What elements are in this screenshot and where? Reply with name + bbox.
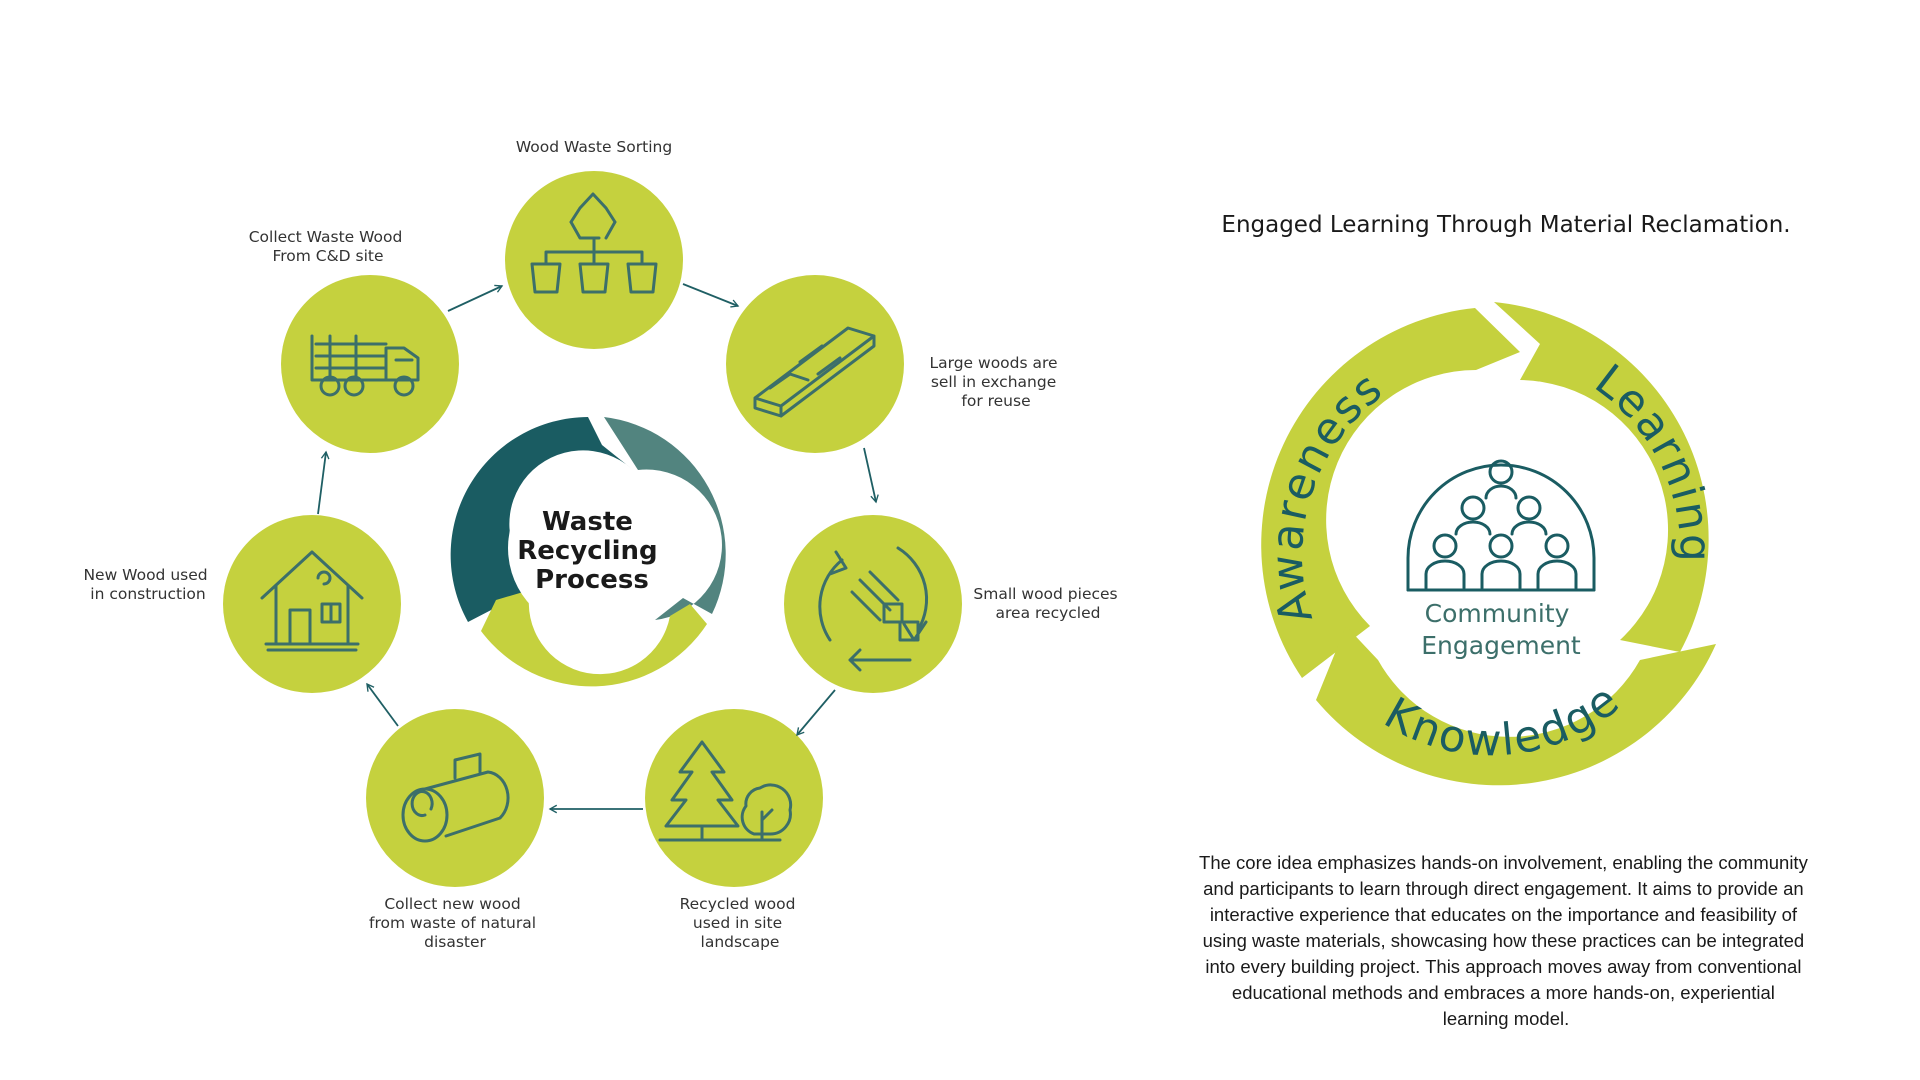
engagement-cycle-ring [1261,302,1716,786]
step-label-line: in construction [90,585,205,603]
flow-arrow [366,682,399,727]
flow-arrows [317,283,879,814]
center-title-line: Process [535,565,649,595]
step-label-line: New Wood used [83,566,207,584]
step-label-construction: New Wood used in construction [83,566,212,603]
flow-arrow [317,450,330,515]
community-people-icon [1406,459,1596,592]
step-label-line: sell in exchange [931,373,1056,391]
step-label-collect: Collect Waste Wood From C&D site [249,228,408,265]
step-circle-natural-disaster [366,709,544,887]
step-label-large-woods: Large woods are sell in exchange for reu… [929,354,1062,410]
paragraph-line: educational methods and embraces a more … [1232,982,1775,1003]
waste-recycling-diagram: Waste Recycling Process [83,138,1122,951]
paragraph-line: using waste materials, showcasing how th… [1203,930,1805,951]
flow-arrow [796,689,836,737]
recycle-sorting-icon [530,192,658,294]
step-label-line: from waste of natural [369,914,536,932]
community-label-line: Engagement [1421,631,1581,660]
center-title-line: Recycling [517,536,657,566]
step-label-line: used in site [693,914,782,932]
step-label-line: Recycled wood [680,895,796,913]
step-circle-large-woods [726,275,904,453]
engagement-diagram: Engaged Learning Through Material Reclam… [1199,212,1813,1029]
flow-arrow [447,284,504,312]
step-labels: Wood Waste Sorting Large woods are sell … [83,138,1122,951]
step-label-line: disaster [424,933,486,951]
step-circle-landscape [645,709,823,887]
community-engagement-label: Community Engagement [1421,599,1581,660]
step-label-line: Large woods are [929,354,1057,372]
paragraph-line: The core idea emphasizes hands-on involv… [1199,852,1809,873]
step-label-natural-disaster: Collect new wood from waste of natural d… [369,895,541,951]
step-label-line: Small wood pieces [973,585,1117,603]
step-label-line: Collect new wood [384,895,520,913]
ring-segment-awareness [1261,308,1520,678]
step-circle-construction [223,515,401,693]
step-label-line: landscape [701,933,780,951]
ring-segment-mid [604,417,726,620]
step-label-line: Wood Waste Sorting [516,138,672,156]
flow-arrow [682,283,740,308]
paragraph-line: interactive experience that educates on … [1210,904,1798,925]
flow-arrow [863,447,879,504]
step-label-line: From C&D site [272,247,383,265]
ring-segment-knowledge [1316,626,1716,786]
house-icon [260,550,364,652]
engagement-heading: Engaged Learning Through Material Reclam… [1221,212,1790,238]
recycling-wood-pieces-icon [818,546,929,672]
step-circle-small-pieces [784,515,962,693]
ring-center-hole [508,464,676,632]
wood-planks-icon [753,326,876,418]
paragraph-line: and participants to learn through direct… [1203,878,1804,899]
step-label-line: Collect Waste Wood [249,228,403,246]
community-label-line: Community [1425,599,1570,628]
step-label-line: for reuse [961,392,1030,410]
step-circle-collect [281,275,459,453]
truck-icon [310,334,420,397]
ring-segment-dark [450,417,632,622]
center-cycle-ring: Waste Recycling Process [450,417,726,687]
engagement-description: The core idea emphasizes hands-on involv… [1199,852,1813,1029]
ring-segment-learning [1494,302,1709,652]
step-label-landscape: Recycled wood used in site landscape [680,895,801,951]
log-icon [401,752,510,843]
trees-icon [658,740,793,842]
ring-center [1355,402,1647,694]
center-title: Waste Recycling Process [517,507,666,595]
paragraph-line: learning model. [1443,1008,1570,1029]
step-label-small-pieces: Small wood pieces area recycled [973,585,1122,622]
step-label-line: area recycled [996,604,1101,622]
ring-segment-lime [481,590,707,687]
center-title-line: Waste [542,507,633,537]
paragraph-line: into every building project. This approa… [1205,956,1801,977]
step-label-sorting: Wood Waste Sorting [516,138,672,156]
